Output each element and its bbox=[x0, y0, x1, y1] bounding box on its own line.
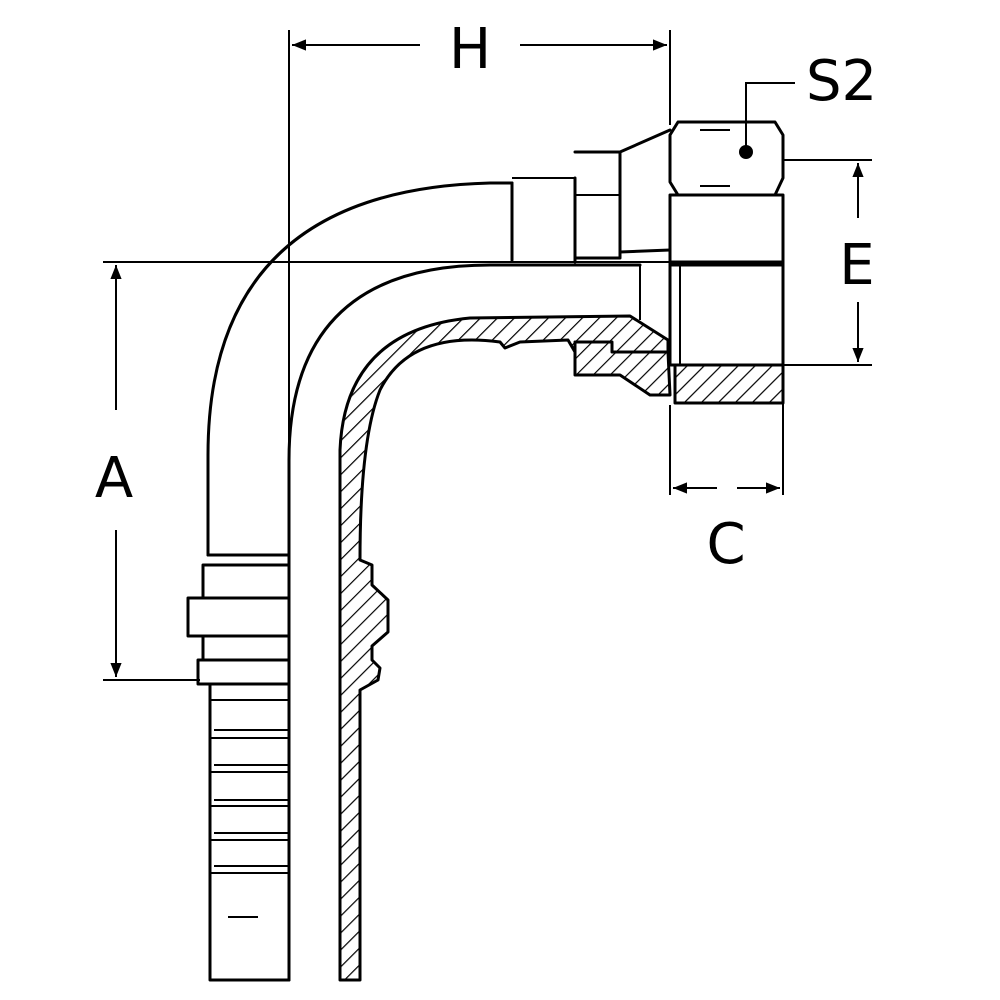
swivel-nut bbox=[668, 120, 785, 405]
section-hatch-nut bbox=[673, 363, 785, 405]
section-hatch-elbow bbox=[338, 314, 670, 982]
label-h: H bbox=[449, 17, 491, 82]
dimension-a: A bbox=[95, 261, 670, 681]
section-hatch-seal bbox=[573, 340, 672, 397]
fitting-elbow-body bbox=[206, 128, 672, 982]
dimension-e: E bbox=[783, 159, 875, 366]
label-a: A bbox=[95, 446, 133, 511]
label-s2: S2 bbox=[806, 49, 877, 114]
label-c: C bbox=[706, 512, 745, 577]
s2-reference-dot bbox=[739, 145, 753, 159]
hose-tail bbox=[186, 553, 291, 982]
label-e: E bbox=[839, 233, 874, 298]
dimension-s2: S2 bbox=[739, 49, 877, 159]
barb-ridges bbox=[210, 699, 289, 874]
dimension-c: C bbox=[669, 365, 784, 577]
